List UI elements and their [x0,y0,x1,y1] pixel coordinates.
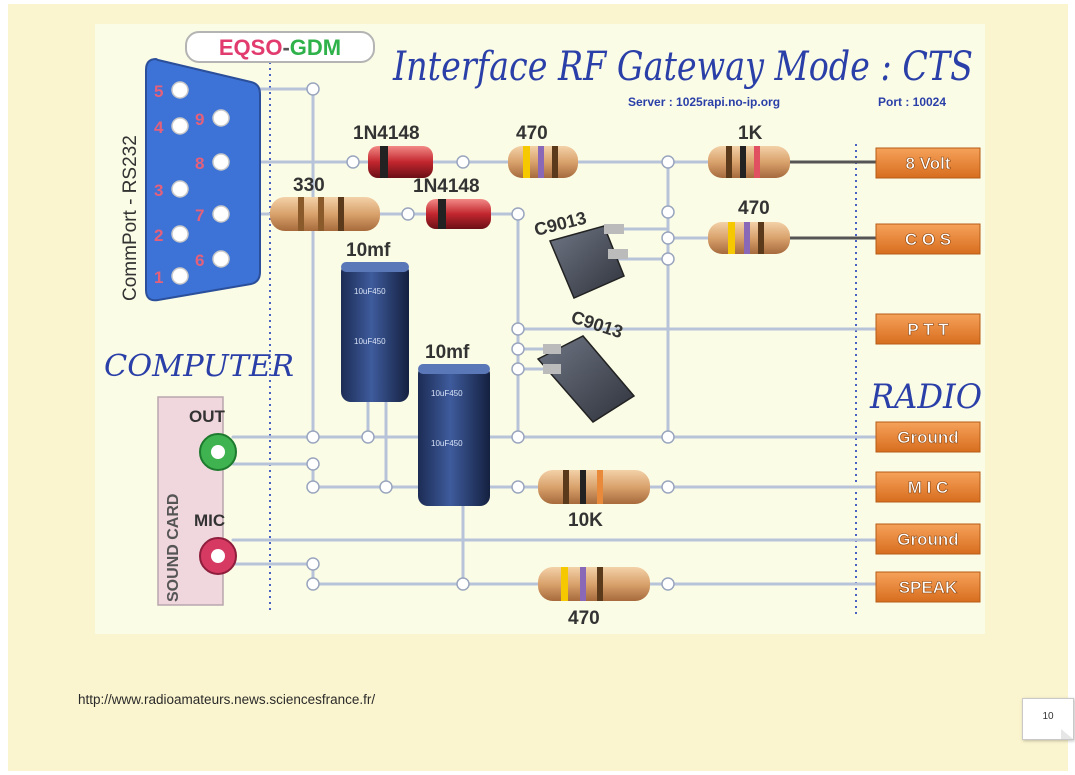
resistor-470-bottom [538,567,650,601]
resistor-1k [708,146,790,178]
db9-pin-3: 3 [154,181,163,200]
radio-pin-speak [875,571,981,603]
page-number-label: 10 [1042,711,1054,722]
radio-pin-ground-2-label: Ground [897,530,958,549]
circuit-diagram: EQSO-GDM Interface RF Gateway Mode : CTS… [95,24,985,634]
junction-dots [306,82,675,591]
radio-pin-cos [875,223,981,255]
transistor-t1 [548,224,628,299]
sound-card-box [157,396,224,606]
radio-label: RADIO [869,377,982,417]
diode-d2-label: 1N4148 [413,176,480,197]
out-jack-label: OUT [189,407,226,426]
resistor-1k-label: 1K [738,123,763,144]
diode-d1 [368,146,433,178]
radio-pin-ground-1-label: Ground [897,428,958,447]
capacitor-c2: 10uF450 10uF450 [418,364,490,506]
capacitor-c1-label: 10mf [346,240,391,261]
radio-pin-ptt-label: P T T [907,320,949,339]
radio-pin-ground-1 [875,421,981,453]
resistor-470-top-label: 470 [516,123,548,144]
resistor-470-top [508,146,578,178]
db9-pins [171,81,230,285]
diagram-title: Interface RF Gateway Mode : CTS [392,44,973,90]
computer-label: COMPUTER [104,349,294,384]
db9-pin-9: 9 [195,110,204,129]
resistor-330 [270,197,380,231]
eqso-badge [185,31,375,63]
db9-pin-4: 4 [154,118,164,137]
resistor-470-cos-label: 470 [738,198,770,219]
server-label: Server : 1025rapi.no-ip.org [628,95,780,109]
radio-pin-8-volt-label: 8 Volt [905,154,950,173]
sound-card-label: SOUND CARD [165,494,182,602]
svg-text:10uF450: 10uF450 [431,389,463,398]
resistor-470-cos [708,222,790,254]
db9-pin-8: 8 [195,154,204,173]
radio-pin-mic [875,471,981,503]
resistor-470-bottom-label: 470 [568,608,600,629]
page-fold [1061,729,1073,739]
source-url[interactable]: http://www.radioamateurs.news.sciencesfr… [78,692,376,707]
db9-pin-1: 1 [154,268,163,287]
svg-text:10uF450: 10uF450 [354,337,386,346]
resistor-10k [538,470,650,504]
capacitor-c1: 10uF450 10uF450 [341,262,409,402]
resistor-10k-label: 10K [568,510,603,531]
diode-d2 [426,199,491,229]
page-number: 10 [1022,698,1074,740]
db9-pin-2: 2 [154,226,163,245]
transistor-t2 [536,335,636,423]
radio-pin-8-volt [875,147,981,179]
db9-pin-7: 7 [195,206,204,225]
capacitor-c2-label: 10mf [425,342,470,363]
slide: EQSO-GDM Interface RF Gateway Mode : CTS… [8,4,1068,771]
svg-text:10uF450: 10uF450 [354,287,386,296]
resistor-330-label: 330 [293,175,325,196]
db9-pin-5: 5 [154,82,163,101]
svg-text:10uF450: 10uF450 [431,439,463,448]
radio-pin-speak-label: SPEAK [899,578,958,597]
radio-pin-ptt [875,313,981,345]
mic-jack-label: MIC [194,511,225,530]
radio-pin-cos-label: C O S [905,230,951,249]
db9-pin-6: 6 [195,251,204,270]
comport-label: CommPort - RS232 [120,135,141,301]
eqso-badge-label: EQSO-GDM [219,35,341,60]
radio-pin-ground-2 [875,523,981,555]
radio-pin-mic-label: M I C [908,478,949,497]
mic-jack-hole [211,549,225,563]
out-jack-hole [211,445,225,459]
radio-pins: 8 Volt C O S P T T Ground M I C Ground S… [875,147,981,603]
port-label: Port : 10024 [878,95,946,109]
diode-d1-label: 1N4148 [353,123,420,144]
